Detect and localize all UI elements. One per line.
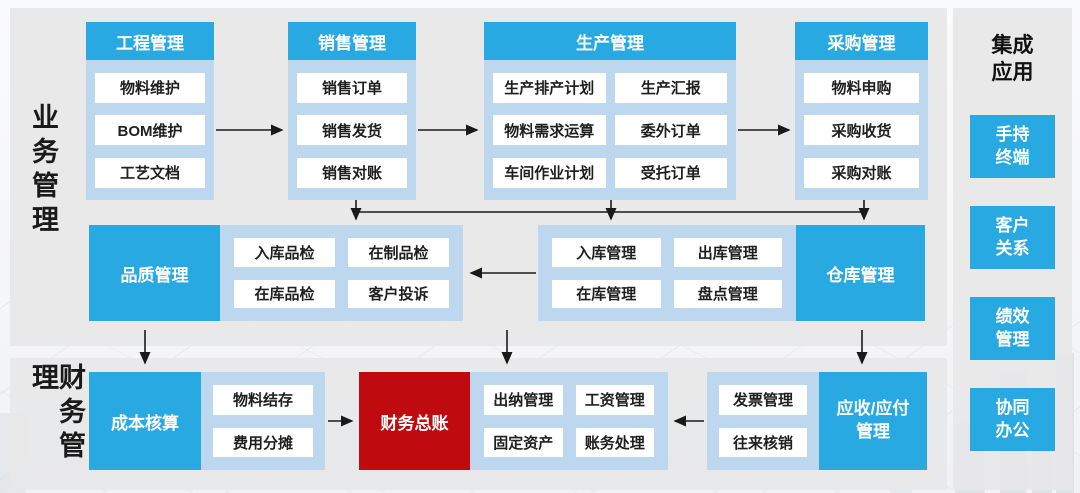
- module-mrp-calculation: 物料需求运算: [493, 115, 606, 145]
- cost-accounting-box: 成本核算: [89, 372, 201, 470]
- group-sales: 销售管理 销售订单 销售发货 销售对账: [288, 22, 416, 200]
- module-cashier-management: 出纳管理: [484, 385, 563, 415]
- module-inbound-management: 入库管理: [552, 238, 661, 267]
- business-management-label: 业务管理: [28, 103, 58, 239]
- module-expense-allocation: 费用分摊: [213, 427, 313, 457]
- module-shopfloor-planning: 车间作业计划: [493, 157, 606, 188]
- group-title-sales: 销售管理: [288, 22, 416, 60]
- module-consignment-orders: 受托订单: [614, 157, 727, 188]
- cost-items-group: 物料结存 费用分摊: [201, 372, 325, 470]
- quality-items-group: 入库品检 在制品检 在库品检 客户投诉: [220, 225, 463, 321]
- module-payroll-management: 工资管理: [575, 385, 654, 415]
- group-engineering: 工程管理 物料维护 BOM维护 工艺文档: [86, 22, 214, 200]
- sidebar-item-collaborative-office: 协同 办公: [970, 388, 1055, 451]
- group-title-purchasing: 采购管理: [795, 22, 928, 60]
- group-purchasing: 采购管理 物料申购 采购收货 采购对账: [795, 22, 928, 200]
- module-accounting-processing: 账务处理: [575, 427, 654, 457]
- module-sales-delivery: 销售发货: [297, 115, 407, 145]
- module-customer-complaints: 客户投诉: [348, 279, 449, 308]
- finance-management-label: 财务管理: [28, 363, 85, 465]
- general-ledger-box: 财务总账: [359, 372, 470, 470]
- finance-items-group: 出纳管理 工资管理 固定资产 账务处理: [470, 372, 668, 470]
- module-purchase-requisition: 物料申购: [804, 72, 919, 103]
- warehouse-management-box: 仓库管理: [796, 225, 925, 321]
- module-sales-orders: 销售订单: [297, 72, 407, 103]
- module-outsourcing-orders: 委外订单: [614, 115, 727, 145]
- module-incoming-inspection: 入库品检: [234, 238, 335, 267]
- group-production: 生产管理 生产排产计划 生产汇报 物料需求运算 委外订单 车间作业计划 受托订单: [484, 22, 736, 200]
- module-stock-management: 在库管理: [552, 279, 661, 308]
- module-production-scheduling: 生产排产计划: [493, 72, 606, 103]
- quality-management-box: 品质管理: [89, 225, 220, 321]
- group-title-production: 生产管理: [484, 22, 736, 60]
- module-purchase-receiving: 采购收货: [804, 115, 919, 145]
- module-stocktaking-management: 盘点管理: [673, 279, 782, 308]
- integrated-apps-title: 集成 应用: [991, 34, 1034, 85]
- sidebar-item-performance-management: 绩效 管理: [970, 297, 1055, 360]
- invoice-items-group: 发票管理 往来核销: [707, 372, 819, 470]
- module-sales-reconciliation: 销售对账: [297, 157, 407, 188]
- group-title-engineering: 工程管理: [86, 22, 214, 60]
- module-transaction-writeoff: 往来核销: [719, 427, 807, 457]
- sidebar-item-customer-relations: 客户 关系: [970, 206, 1055, 269]
- module-bom-maintenance: BOM维护: [95, 115, 205, 145]
- ar-ap-management-box: 应收/应付 管理: [819, 372, 927, 470]
- warehouse-items-group: 入库管理 出库管理 在库管理 盘点管理: [538, 225, 796, 321]
- module-stock-inspection: 在库品检: [234, 279, 335, 308]
- module-fixed-assets: 固定资产: [484, 427, 563, 457]
- module-process-documents: 工艺文档: [95, 157, 205, 188]
- module-production-reporting: 生产汇报: [614, 72, 727, 103]
- sidebar-item-handheld-terminal: 手持 终端: [970, 115, 1055, 178]
- module-invoice-management: 发票管理: [719, 385, 807, 415]
- module-material-balance: 物料结存: [213, 385, 313, 415]
- module-inprocess-inspection: 在制品检: [348, 238, 449, 267]
- module-material-maintenance: 物料维护: [95, 72, 205, 103]
- module-purchase-reconciliation: 采购对账: [804, 157, 919, 188]
- module-outbound-management: 出库管理: [673, 238, 782, 267]
